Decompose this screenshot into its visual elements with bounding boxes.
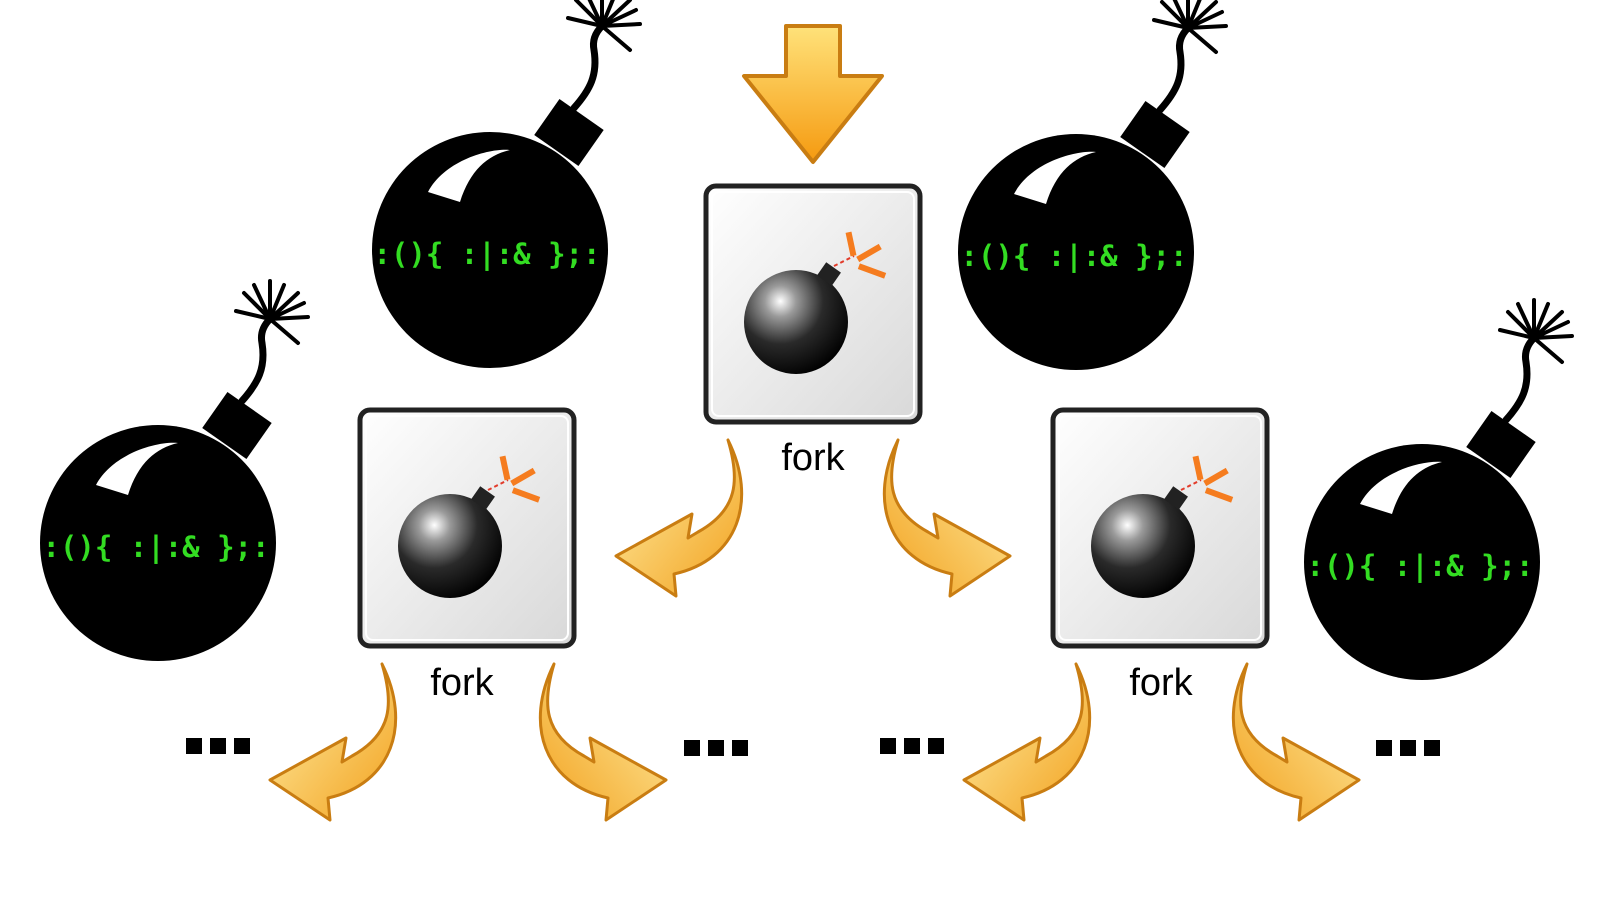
bomb-code-label: :(){ :|:& };: (43, 530, 270, 564)
curved-arrow-icon (268, 662, 398, 822)
curved-arrow-icon (962, 662, 1092, 822)
bomb-top-left: :(){ :|:& };: (372, 0, 640, 368)
fork-label: fork (781, 437, 845, 479)
bomb-code-label: :(){ :|:& };: (961, 239, 1188, 273)
bomb-right: :(){ :|:& };: (1304, 300, 1572, 680)
ellipsis-right-1 (880, 738, 944, 754)
ellipsis-left-2 (684, 740, 748, 756)
process-box-icon (360, 410, 574, 646)
down-arrow-icon (742, 24, 884, 164)
bomb-code-label: :(){ :|:& };: (1307, 549, 1534, 583)
curved-arrow-icon (614, 438, 744, 598)
fork-label: fork (1129, 662, 1193, 704)
process-box-icon (1053, 410, 1267, 646)
ellipsis-right-2 (1376, 740, 1440, 756)
bomb-left: :(){ :|:& };: (40, 281, 308, 661)
ellipsis-left-1 (186, 738, 250, 754)
bomb-top-right: :(){ :|:& };: (958, 0, 1226, 370)
bomb-code-label: :(){ :|:& };: (374, 237, 601, 271)
curved-arrow-icon (882, 438, 1012, 598)
curved-arrow-icon (1231, 662, 1361, 822)
curved-arrow-icon (538, 662, 668, 822)
process-box-icon (706, 186, 920, 422)
fork-label: fork (430, 662, 494, 704)
